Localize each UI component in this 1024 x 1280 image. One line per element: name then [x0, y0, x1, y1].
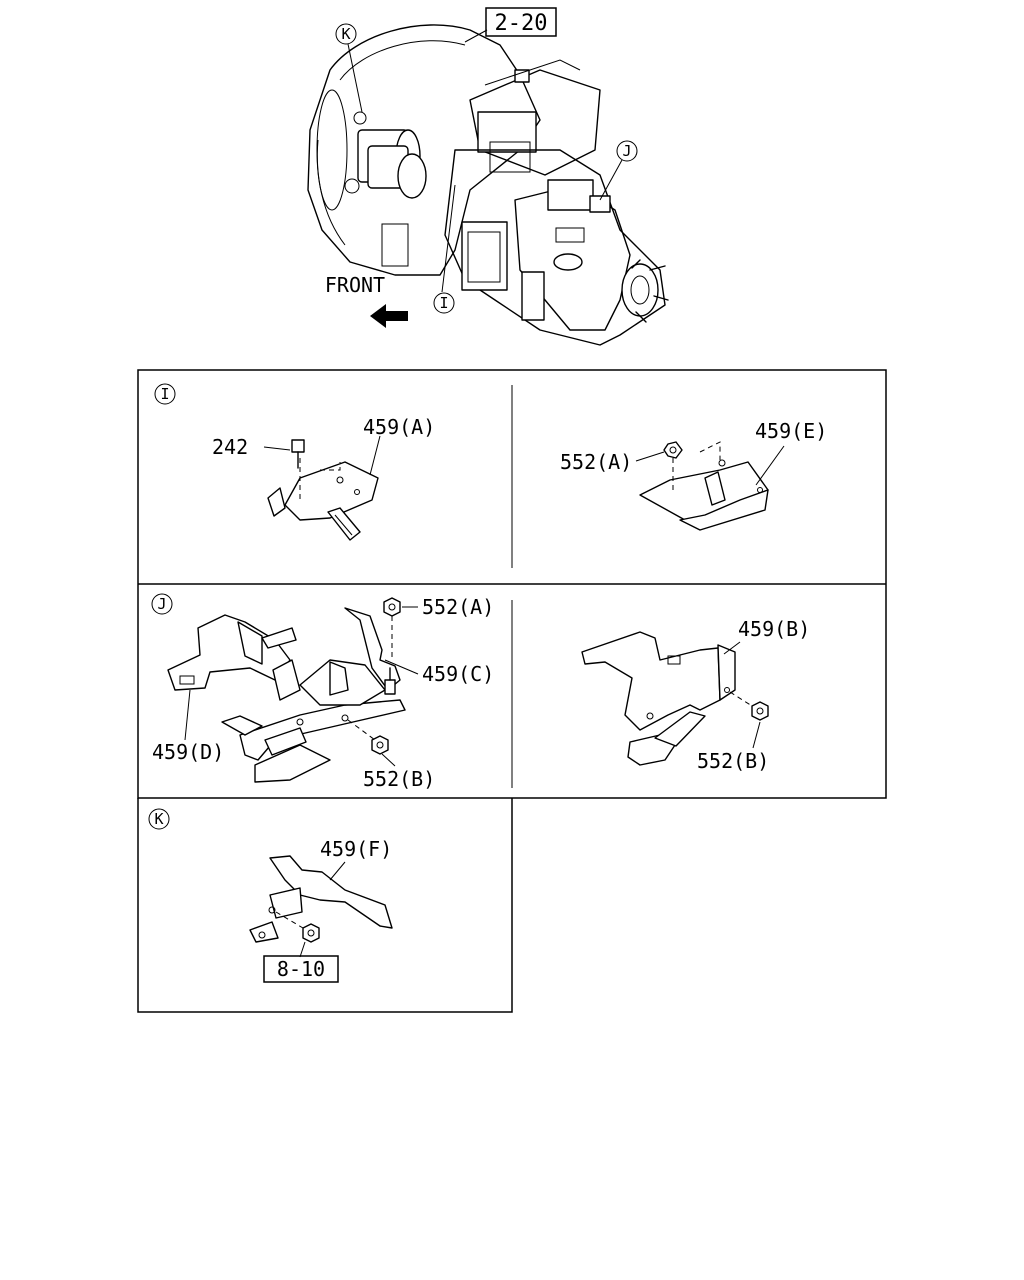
panel-j-marker: J [157, 595, 166, 613]
ref-label-2-20: 2-20 [495, 11, 548, 36]
front-label: FRONT [325, 273, 385, 297]
ref-box-8-10 [263, 955, 339, 983]
part-552b-j-left: 552(B) [363, 767, 435, 791]
panel-k-marker: K [154, 810, 163, 828]
part-459a: 459(A) [363, 415, 435, 439]
transmission-overview [307, 24, 669, 346]
panel-i-marker: I [160, 385, 169, 403]
ref-label-8-10: 8-10 [277, 957, 325, 981]
part-552b-j-right: 552(B) [697, 749, 769, 773]
part-459c: 459(C) [422, 662, 494, 686]
bracket-459e-drawing [635, 441, 785, 531]
panel-k-marker-circle [148, 808, 170, 830]
callout-k-circle [335, 23, 357, 45]
ref-box-2-20 [485, 7, 557, 37]
detail-grid [137, 369, 887, 1013]
panel-j-marker-circle [151, 593, 173, 615]
part-459b: 459(B) [738, 617, 810, 641]
bracket-459a-drawing [263, 435, 381, 541]
part-459d: 459(D) [152, 740, 224, 764]
callout-j: J [622, 142, 631, 160]
bracket-459b-drawing [581, 631, 769, 766]
callout-i-circle [433, 292, 455, 314]
bracket-459f-drawing [249, 855, 393, 958]
part-459e: 459(E) [755, 419, 827, 443]
callout-k: K [341, 25, 350, 43]
callout-j-circle [616, 140, 638, 162]
part-552a-i: 552(A) [560, 450, 632, 474]
part-552a-j: 552(A) [422, 595, 494, 619]
callout-i: I [439, 294, 448, 312]
part-242: 242 [212, 435, 248, 459]
part-459f: 459(F) [320, 837, 392, 861]
panel-i-marker-circle [154, 383, 176, 405]
bracket-459d-c-drawing [167, 597, 419, 783]
